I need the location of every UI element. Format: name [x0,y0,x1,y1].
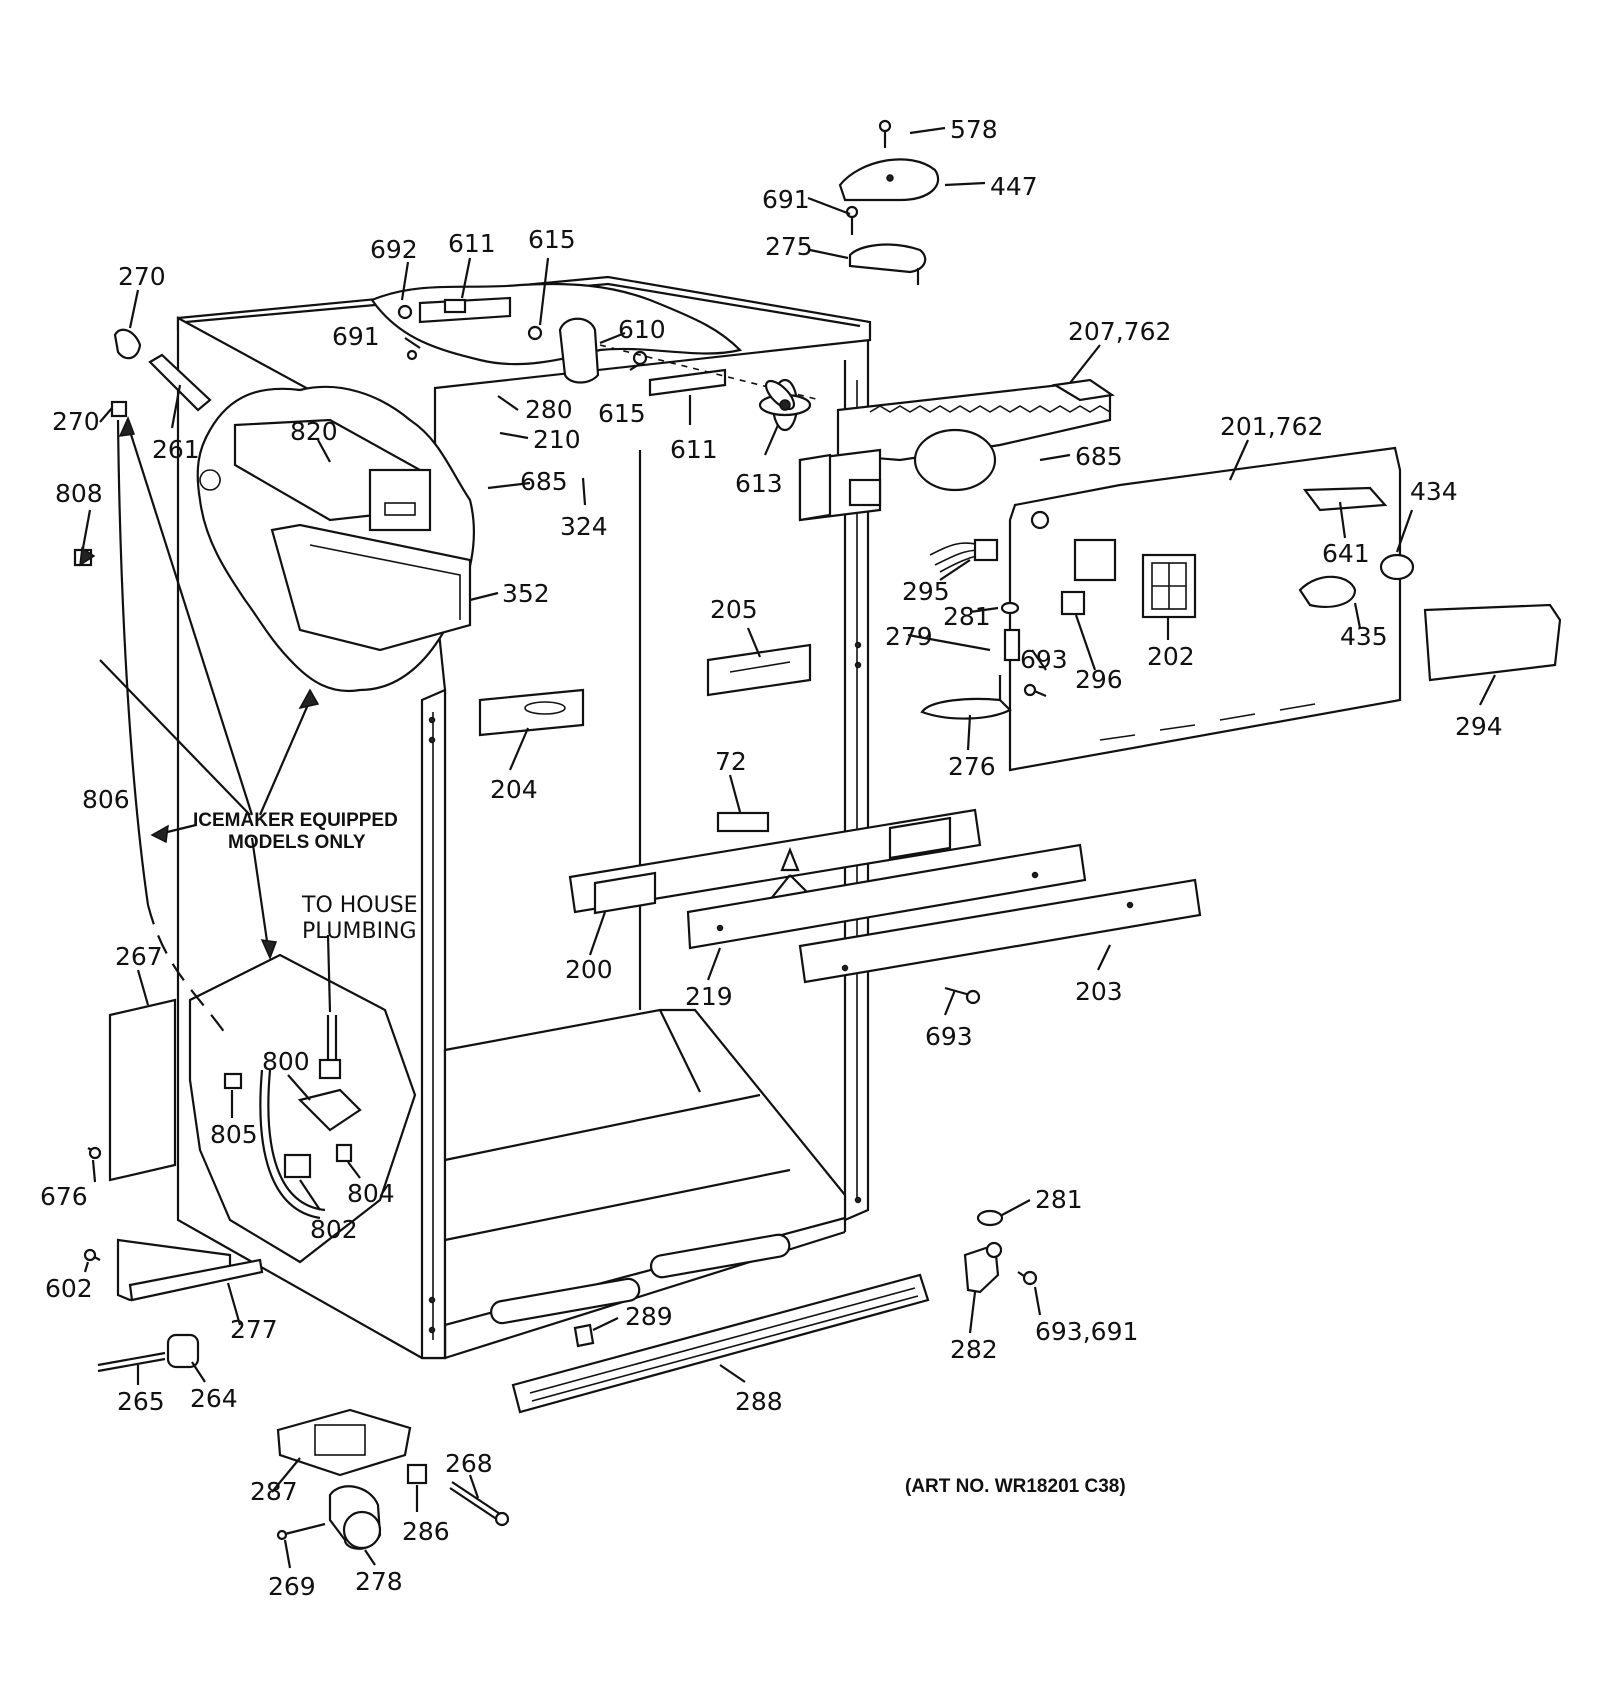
label-280: 280 [525,395,573,424]
base-grille [511,1273,930,1414]
label-204: 204 [490,775,538,804]
label-281: 281 [1035,1185,1083,1214]
label-685: 685 [1075,442,1123,471]
label-641: 641 [1322,539,1370,568]
rear-roller-assembly [276,1408,510,1550]
label-435: 435 [1340,622,1388,651]
fan-motor-assembly [397,296,821,401]
label-820: 820 [290,417,338,446]
light-and-wiring-parts [920,538,1562,720]
evaporator-fan-housing [798,378,1115,522]
label-219: 219 [685,982,733,1011]
label-611: 611 [448,229,496,258]
water-valve-cutaway [188,953,417,1264]
label-210: 210 [533,425,581,454]
label-277: 277 [230,1315,278,1344]
label-275: 275 [765,232,813,261]
label-200: 200 [565,955,613,984]
label-282: 282 [950,1335,998,1364]
label-264: 264 [190,1384,238,1413]
label-615: 615 [528,225,576,254]
label-610: 610 [618,315,666,344]
label-615: 615 [598,399,646,428]
label-286: 286 [402,1517,450,1546]
label-693-691: 693,691 [1035,1317,1138,1346]
label-602: 602 [45,1274,93,1303]
label-578: 578 [950,115,998,144]
water-valve-assembly [116,419,362,1220]
label-288: 288 [735,1387,783,1416]
label-261: 261 [152,435,200,464]
label-693: 693 [925,1022,973,1051]
label-434: 434 [1410,477,1458,506]
notes: ICEMAKER EQUIPPED MODELS ONLY TO HOUSE P… [193,810,1126,1497]
label-270: 270 [52,407,100,436]
label-281: 281 [943,602,991,631]
label-207-762: 207,762 [1068,317,1171,346]
label-270: 270 [118,262,166,291]
label-268: 268 [445,1449,493,1478]
art-number: (ART NO. WR18201 C38) [905,1476,1126,1497]
bottom-hinge-parts [963,1209,1038,1294]
label-613: 613 [735,469,783,498]
icemaker-unit [199,418,472,652]
label-287: 287 [250,1477,298,1506]
label-201-762: 201,762 [1220,412,1323,441]
label-693: 693 [1020,645,1068,674]
label-808: 808 [55,479,103,508]
label-804: 804 [347,1179,395,1208]
front-rails [568,808,1202,1005]
label-265: 265 [117,1387,165,1416]
label-279: 279 [885,622,933,651]
front-roller [97,1333,200,1373]
icemaker-note-line1: ICEMAKER EQUIPPED [193,810,398,831]
label-676: 676 [40,1182,88,1211]
label-276: 276 [948,752,996,781]
label-295: 295 [902,577,950,606]
label-447: 447 [990,172,1038,201]
shelf-brackets [478,643,812,737]
house-plumbing-line2: PLUMBING [302,919,417,944]
label-685: 685 [520,467,568,496]
label-324: 324 [560,512,608,541]
label-805: 805 [210,1120,258,1149]
label-269: 269 [268,1572,316,1601]
label-267: 267 [115,942,163,971]
leader-lines [81,126,1496,1569]
label-203: 203 [1075,977,1123,1006]
label-611: 611 [670,435,718,464]
label-205: 205 [710,595,758,624]
evaporator-cover-panel [1008,446,1402,772]
label-691: 691 [332,322,380,351]
arrowheads [79,416,320,960]
label-806: 806 [82,785,130,814]
label-278: 278 [355,1567,403,1596]
left-panel-parts [87,998,177,1182]
label-352: 352 [502,579,550,608]
hinge-cover-assembly [838,119,940,285]
fan-blade [758,378,812,432]
label-202: 202 [1147,642,1195,671]
icemaker-note-line2: MODELS ONLY [228,832,366,853]
label-72: 72 [715,747,747,776]
label-692: 692 [370,235,418,264]
base-bracket [83,1238,264,1302]
label-296: 296 [1075,665,1123,694]
label-800: 800 [262,1047,310,1076]
label-294: 294 [1455,712,1503,741]
label-802: 802 [310,1215,358,1244]
house-plumbing-line1: TO HOUSE [301,893,418,918]
part-labels: 578 447 691 275 692 611 615 610 691 615 … [40,115,1503,1601]
label-289: 289 [625,1302,673,1331]
label-691: 691 [762,185,810,214]
